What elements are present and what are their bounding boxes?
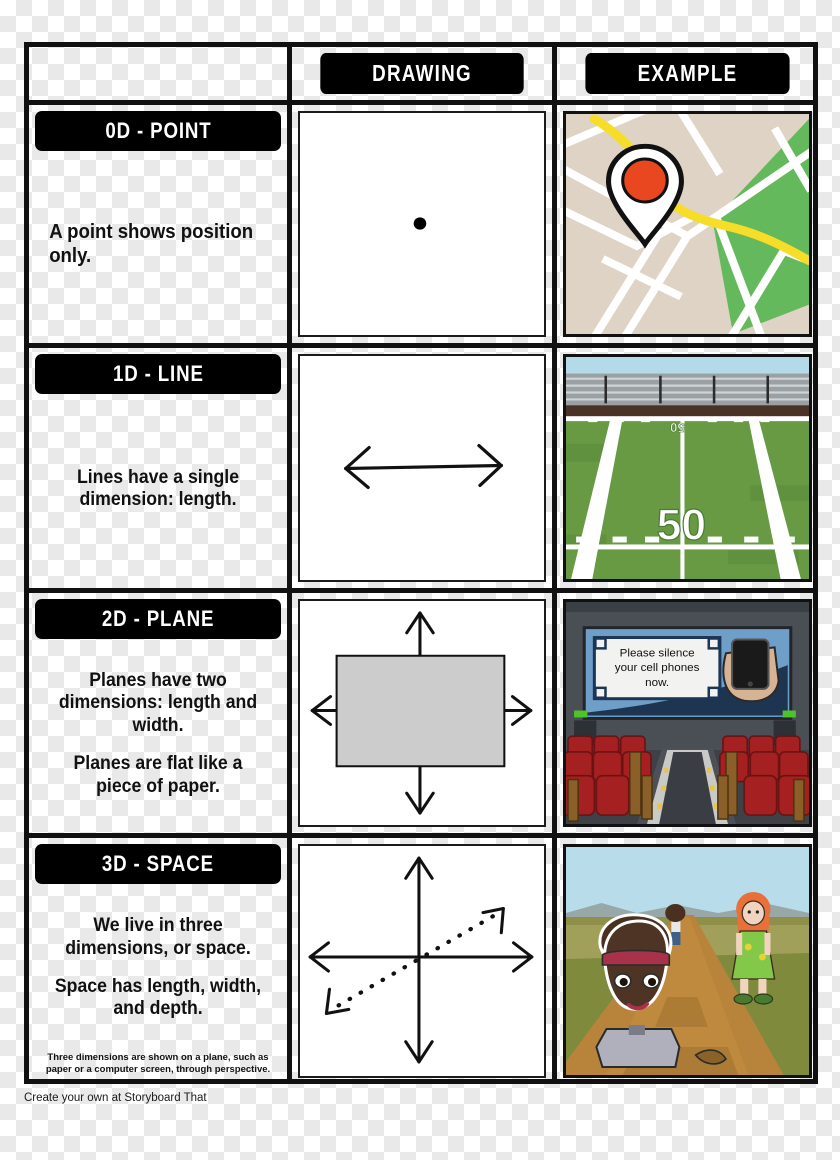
header-drawing-pill: DRAWING	[320, 53, 524, 94]
map-with-pin-image	[563, 111, 812, 337]
row-0d-drawing-cell	[292, 105, 557, 348]
theater-screen-line1: Please silence	[620, 647, 695, 659]
field-yard-number: 50	[657, 501, 707, 549]
row-2d-text-cell: 2D - PLANE Planes have two dimensions: l…	[29, 593, 292, 838]
row-3d-text-cell: 3D - SPACE We live in three dimensions, …	[29, 838, 292, 1084]
map-pin-marker	[605, 143, 684, 249]
row-0d-title-bar: 0D - POINT	[35, 111, 281, 151]
header-drawing-label: DRAWING	[372, 60, 472, 86]
line-drawing	[298, 354, 546, 582]
row-2d-description-2: Planes are flat like a piece of paper.	[73, 753, 243, 797]
row-1d-text-cell: 1D - LINE Lines have a single dimension:…	[29, 348, 292, 593]
row-0d-title: 0D - POINT	[104, 118, 212, 143]
row-2d-title-bar: 2D - PLANE	[35, 599, 281, 639]
row-1d-description: Lines have a single dimension: length.	[76, 466, 240, 510]
football-field-image: 50 50	[563, 354, 812, 582]
storyboard-grid: DRAWING EXAMPLE 0D - POINT A point shows…	[29, 47, 818, 1084]
character-far	[665, 904, 686, 945]
row-0d-body: A point shows position only.	[35, 151, 281, 337]
header-cell-drawing: DRAWING	[292, 47, 557, 105]
row-2d-description: Planes have two dimensions: length and w…	[58, 669, 258, 736]
row-2d-title: 2D - PLANE	[101, 606, 215, 631]
space-drawing	[298, 844, 546, 1078]
row-1d-title-bar: 1D - LINE	[35, 354, 281, 394]
movie-theater-image: Please silence your cell phones now.	[563, 599, 812, 827]
header-cell-blank	[29, 47, 292, 105]
theater-screen-line2: your cell phones	[615, 662, 700, 674]
point-drawing	[298, 111, 546, 337]
row-2d-drawing-cell	[292, 593, 557, 838]
row-3d-body: We live in three dimensions, or space. S…	[35, 884, 281, 1078]
svg-text:50: 50	[670, 420, 685, 435]
plane-drawing	[298, 599, 546, 827]
row-3d-example-cell	[557, 838, 818, 1084]
row-1d-example-cell: 50 50	[557, 348, 818, 593]
storyboard-sheet: DRAWING EXAMPLE 0D - POINT A point shows…	[24, 42, 818, 1084]
row-3d-description: We live in three dimensions, or space.	[65, 915, 251, 959]
row-2d-example-cell: Please silence your cell phones now.	[557, 593, 818, 838]
row-1d-body: Lines have a single dimension: length.	[35, 394, 281, 582]
character-mid	[731, 892, 776, 1005]
row-3d-drawing-cell	[292, 838, 557, 1084]
row-3d-title-bar: 3D - SPACE	[35, 844, 281, 884]
character-near	[595, 913, 727, 1068]
row-0d-example-cell	[557, 105, 818, 348]
header-example-label: EXAMPLE	[637, 60, 738, 86]
row-3d-title: 3D - SPACE	[101, 851, 215, 876]
row-0d-description: A point shows position only.	[49, 221, 254, 267]
credit-line: Create your own at Storyboard That	[24, 1092, 207, 1104]
row-3d-footnote: Three dimensions are shown on a plane, s…	[45, 1052, 271, 1076]
row-3d-description-2: Space has length, width, and depth.	[54, 976, 262, 1020]
row-2d-body: Planes have two dimensions: length and w…	[35, 639, 281, 827]
theater-screen-line3: now.	[645, 677, 669, 689]
row-0d-text-cell: 0D - POINT A point shows position only.	[29, 105, 292, 348]
perspective-road-image	[563, 844, 812, 1078]
row-1d-title: 1D - LINE	[112, 361, 204, 386]
header-cell-example: EXAMPLE	[557, 47, 818, 105]
row-1d-drawing-cell	[292, 348, 557, 593]
header-example-pill: EXAMPLE	[585, 53, 790, 94]
